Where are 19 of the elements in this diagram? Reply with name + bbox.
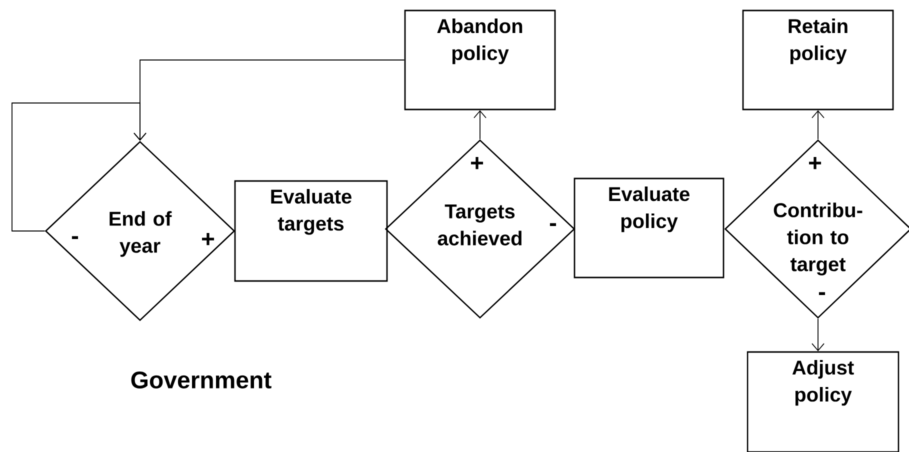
branch-sign: - [550, 223, 556, 226]
process-box: Retain policy [742, 10, 894, 110]
title-label: Government [131, 372, 272, 388]
branch-sign: + [809, 156, 822, 170]
arrow [134, 60, 405, 141]
arrow [812, 110, 824, 140]
branch-sign: + [202, 232, 214, 246]
arrow [812, 318, 824, 352]
branch-sign: + [471, 156, 484, 170]
arrow [474, 110, 486, 140]
branch-sign: - [72, 236, 78, 240]
process-box: Evaluate targets [234, 180, 388, 282]
process-box: Abandon policy [404, 10, 556, 110]
process-box: Adjust policy [746, 351, 900, 452]
process-box: Evaluate policy [574, 178, 724, 278]
decision-label: Contribu-tion to target [774, 202, 862, 276]
decision-label: End of year [110, 211, 172, 257]
decision-label: Targets achieved [438, 204, 522, 246]
branch-sign: - [818, 292, 826, 296]
